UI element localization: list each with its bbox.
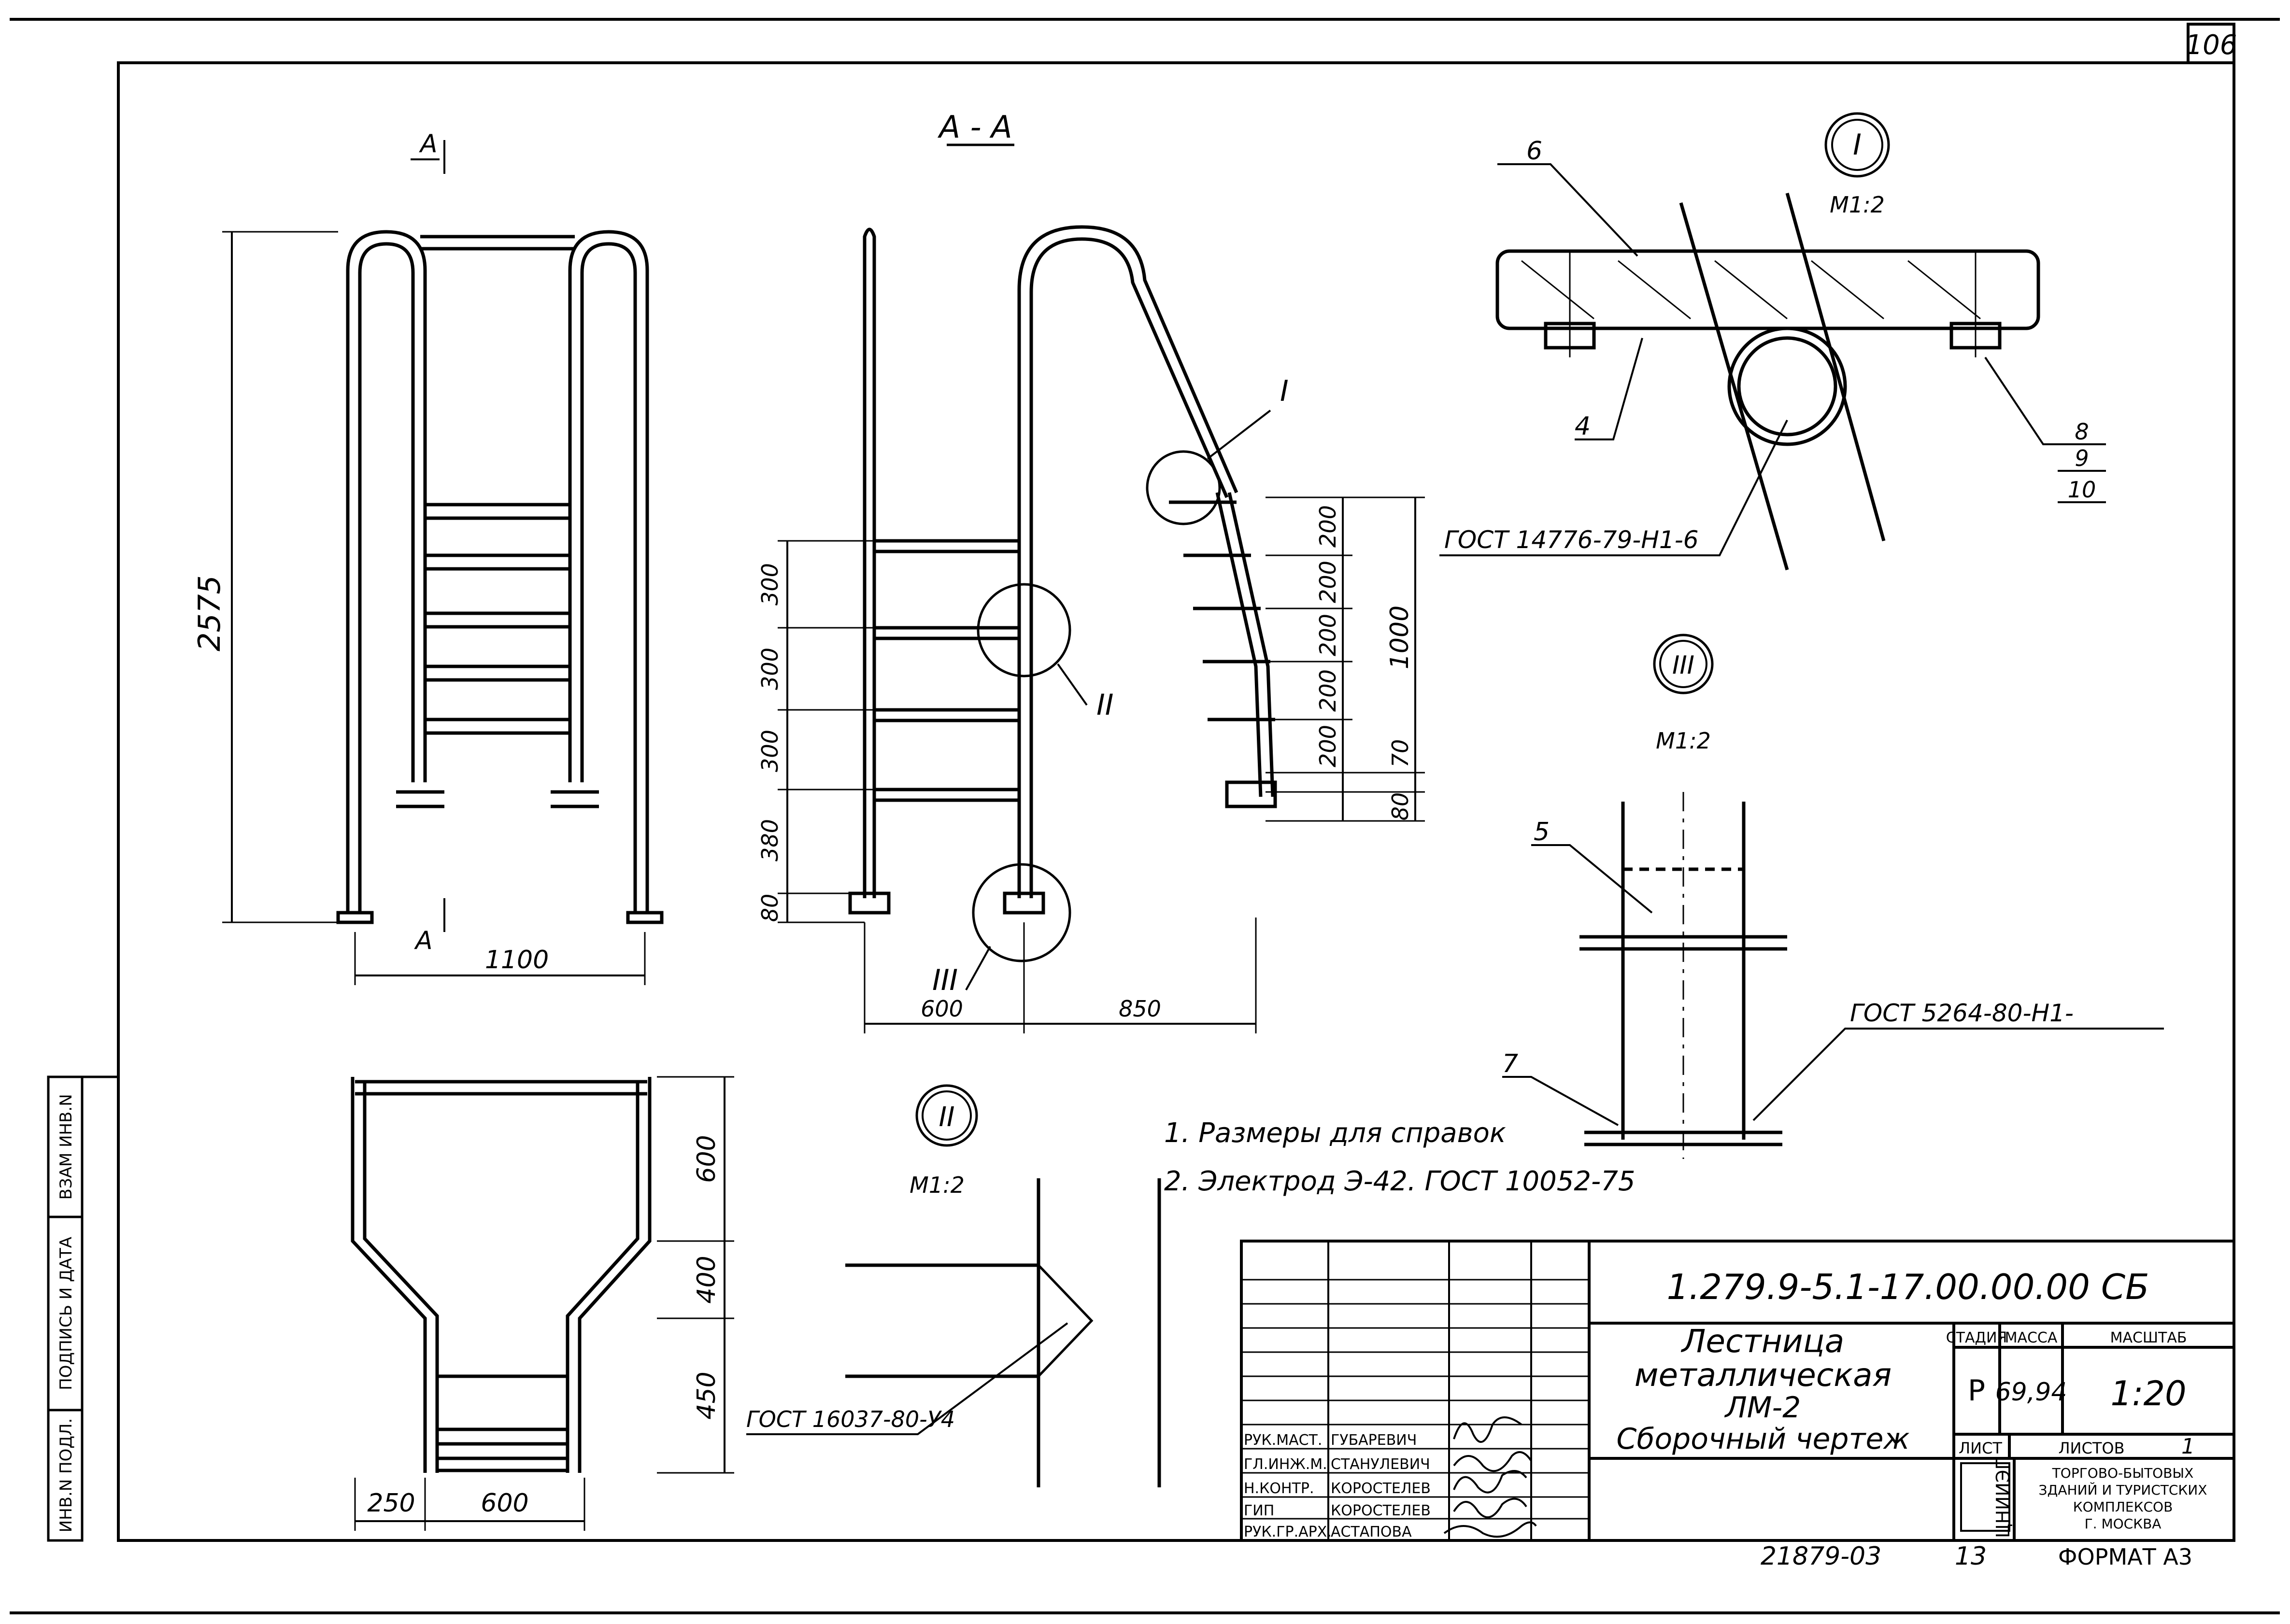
dim-left-1: 300 — [757, 563, 783, 606]
dim-right-3: 200 — [1315, 614, 1341, 656]
sig-name-4: КОРОСТЕЛЕВ — [1331, 1502, 1431, 1519]
org-name-2: ЗДАНИЙ И ТУРИСТСКИХ — [2039, 1482, 2207, 1498]
note-2: 2. Электрод Э-42. ГОСТ 10052-75 — [1164, 1166, 1636, 1197]
plan-dim-bottom-mid: 600 — [481, 1489, 528, 1518]
sig-role-2: ГЛ.ИНЖ.М. — [1244, 1456, 1327, 1473]
col-scale: МАСШТАБ — [2110, 1329, 2187, 1346]
detail-1-weld-note: ГОСТ 14776-79-Н1-6 — [1444, 526, 1699, 554]
col-mass: МАССА — [2005, 1329, 2058, 1346]
dim-right-4: 200 — [1315, 669, 1341, 712]
sig-name-3: КОРОСТЕЛЕВ — [1331, 1480, 1431, 1497]
dim-right-1: 200 — [1315, 505, 1341, 548]
sig-name-1: ГУБАРЕВИЧ — [1331, 1432, 1417, 1449]
dim-right-2: 200 — [1315, 561, 1341, 603]
sheets-count: 1 — [2181, 1434, 2195, 1459]
detail-3-scale: М1:2 — [1656, 728, 1711, 754]
col-stage: СТАДИЯ — [1946, 1329, 2007, 1346]
footer-format: ФОРМАТ А3 — [2058, 1544, 2192, 1570]
dim-right-7: 80 — [1387, 792, 1413, 821]
detail-1-label-10: 10 — [2068, 477, 2096, 503]
detail-3-label-7: 7 — [1502, 1049, 1518, 1078]
side-stamp-1: ИНВ.N ПОДЛ. — [57, 1418, 76, 1533]
dim-left-2: 300 — [757, 648, 783, 690]
scale-value: 1:20 — [2110, 1374, 2186, 1413]
front-view — [222, 140, 664, 985]
dim-left-5: 80 — [757, 894, 783, 922]
dim-left-4: 380 — [757, 819, 783, 861]
callout-3: III — [932, 963, 958, 997]
detail-3-mark: III — [1672, 651, 1694, 680]
note-1: 1. Размеры для справок — [1164, 1117, 1506, 1149]
title-block — [1240, 1240, 2235, 1542]
plan-view — [351, 1076, 734, 1531]
section-mark-bottom: A — [414, 926, 433, 955]
dim-total: 1000 — [1385, 606, 1414, 669]
detail-1-label-6: 6 — [1526, 137, 1542, 166]
callout-2: II — [1096, 688, 1113, 722]
stage-value: Р — [1968, 1374, 1985, 1408]
detail-1-label-9: 9 — [2075, 445, 2089, 471]
org-name-3: КОМПЛЕКСОВ — [2073, 1499, 2173, 1515]
sheet-number: 106 — [2186, 29, 2237, 61]
detail-1-label-8: 8 — [2075, 419, 2089, 445]
drawing-name-2: металлическая — [1635, 1356, 1892, 1394]
sig-role-4: ГИП — [1244, 1502, 1274, 1519]
drawing-name-4: Сборочный чертеж — [1617, 1422, 1910, 1456]
detail-2-scale: М1:2 — [910, 1172, 965, 1198]
org-name-1: ТОРГОВО-БЫТОВЫХ — [2052, 1465, 2194, 1481]
drawing-frame — [117, 61, 2235, 1542]
signature-scribbles — [1443, 1416, 1537, 1538]
dim-right-6: 70 — [1387, 739, 1413, 768]
side-stamp-2: ПОДПИСЬ И ДАТА — [57, 1237, 76, 1390]
detail-2 — [746, 1084, 1161, 1487]
org-logo: ЦНИИЭП — [1992, 1456, 2014, 1538]
sheet-label: ЛИСТ — [1959, 1439, 2002, 1457]
detail-3-label-5: 5 — [1534, 818, 1550, 847]
detail-2-mark: II — [939, 1101, 954, 1133]
drawing-name-3: ЛМ-2 — [1724, 1391, 1801, 1425]
plan-dim-3: 450 — [692, 1371, 721, 1419]
plan-dim-bottom-left: 250 — [367, 1489, 415, 1518]
detail-3 — [1502, 634, 2164, 1159]
detail-1-mark: I — [1853, 128, 1862, 162]
sig-role-3: Н.КОНТР. — [1244, 1480, 1314, 1497]
sig-name-2: СТАНУЛЕВИЧ — [1331, 1456, 1430, 1473]
section-aa-title: А - А — [937, 110, 1012, 145]
detail-2-weld-note: ГОСТ 16037-80-У4 — [746, 1406, 955, 1432]
front-width-dim: 1100 — [485, 946, 549, 974]
mass-value: 69,94 — [1995, 1378, 2067, 1407]
footer-order: 21879-03 — [1761, 1542, 1881, 1571]
sheets-label: ЛИСТОВ — [2058, 1439, 2124, 1457]
detail-1-scale: М1:2 — [1830, 192, 1885, 218]
sig-role-5: РУК.ГР.АРХ. — [1244, 1524, 1332, 1540]
callout-1: I — [1280, 374, 1289, 408]
dim-right-5: 200 — [1315, 725, 1341, 767]
section-mark-top: A — [419, 129, 438, 158]
sig-role-1: РУК.МАСТ. — [1244, 1432, 1322, 1449]
sig-name-5: АСТАПОВА — [1331, 1524, 1412, 1540]
plan-dim-1: 600 — [692, 1135, 721, 1183]
org-name-4: Г. МОСКВА — [2085, 1516, 2162, 1532]
side-stamp-3: ВЗАМ ИНВ.N — [57, 1094, 76, 1200]
drawing-name-1: Лестница — [1681, 1323, 1844, 1360]
dim-bottom-right: 850 — [1119, 996, 1161, 1022]
side-stamp — [47, 1075, 118, 1542]
detail-1 — [1439, 112, 2106, 570]
detail-3-weld-note: ГОСТ 5264-80-Н1- — [1850, 999, 2074, 1027]
drawing-designation: 1.279.9-5.1-17.00.00.00 СБ — [1667, 1267, 2149, 1307]
dim-bottom-left: 600 — [921, 996, 963, 1022]
section-aa-view — [778, 225, 1425, 1033]
plan-dim-2: 400 — [692, 1256, 721, 1303]
footer-page: 13 — [1955, 1542, 1987, 1571]
dim-left-3: 300 — [757, 730, 783, 772]
detail-1-label-4: 4 — [1575, 412, 1591, 441]
front-height-dim: 2575 — [192, 575, 227, 651]
